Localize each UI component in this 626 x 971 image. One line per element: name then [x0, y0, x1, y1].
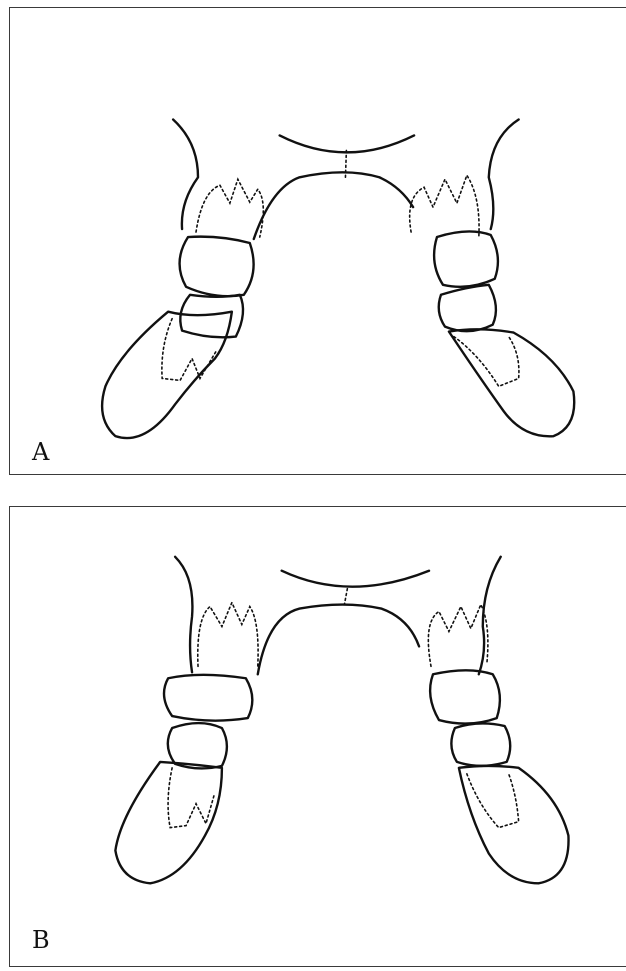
right-developing-crown-upper	[428, 605, 488, 667]
panel-a: A	[9, 7, 626, 475]
left-bud-crown	[168, 768, 214, 828]
left-developing-crown-upper	[198, 603, 258, 667]
gingival-arch	[254, 172, 413, 239]
right-outer-contour	[489, 120, 519, 230]
left-tooth-1	[164, 675, 252, 721]
left-bud-crown	[162, 319, 216, 381]
palate-line	[282, 571, 429, 587]
dental-arch-drawing-a	[10, 8, 626, 474]
left-tooth-2	[168, 723, 227, 768]
right-tooth-1	[430, 670, 500, 723]
panel-label: B	[32, 928, 50, 952]
right-tooth-2	[451, 723, 510, 765]
right-tooth-bud	[459, 766, 569, 883]
right-tooth-2	[439, 285, 496, 331]
midline	[345, 150, 346, 179]
right-bud-crown	[454, 337, 519, 387]
left-tooth-1	[180, 237, 254, 297]
right-outer-contour	[479, 557, 501, 674]
panel-b: B	[9, 506, 626, 967]
left-outer-contour	[173, 120, 198, 230]
left-developing-crown-upper	[196, 179, 263, 237]
left-outer-contour	[175, 557, 192, 672]
right-tooth-bud	[449, 329, 574, 436]
midline	[344, 589, 347, 605]
right-developing-crown-upper	[410, 175, 479, 237]
left-tooth-bud	[102, 312, 232, 438]
gingival-arch	[258, 605, 419, 675]
panel-label: A	[32, 440, 49, 464]
right-tooth-1	[434, 231, 498, 286]
dental-arch-drawing-b	[10, 507, 626, 966]
